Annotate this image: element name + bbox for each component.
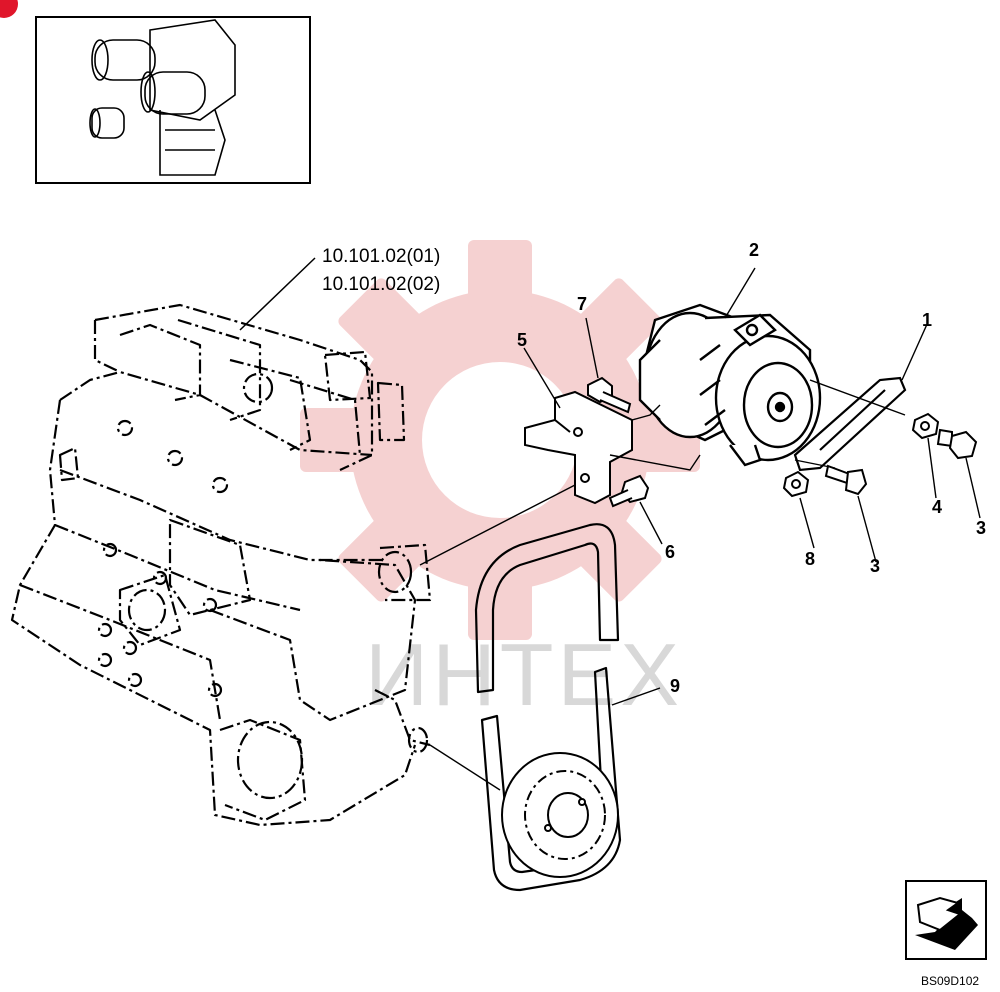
callout-4: 4 <box>932 497 942 517</box>
watermark-gear-icon <box>300 240 700 640</box>
reference-leader <box>239 257 316 331</box>
bolt-part-7 <box>587 376 632 414</box>
callout-1: 1 <box>922 310 932 330</box>
bolt-part-6 <box>608 474 650 508</box>
callout-2: 2 <box>749 240 759 260</box>
alternator-part-2 <box>638 303 822 467</box>
engine-thumbnail-icon <box>35 16 311 184</box>
image-code: BS09D102 <box>921 974 979 988</box>
bolt-part-3-lower <box>824 464 868 496</box>
callout-6: 6 <box>665 542 675 562</box>
reference-number-1[interactable]: 10.101.02(01) <box>322 246 440 267</box>
arrow-right-box-icon[interactable] <box>905 880 987 960</box>
nut-part-4 <box>911 412 940 440</box>
bracket-part-5 <box>524 390 633 505</box>
callout-8: 8 <box>805 549 815 569</box>
callout-3-lower: 3 <box>870 556 880 576</box>
assembly-lines <box>419 267 981 791</box>
crank-pulley <box>501 752 619 878</box>
callout-9: 9 <box>670 676 680 696</box>
engine-block <box>10 303 432 827</box>
watermark-text: ИНТЕХ <box>365 625 683 724</box>
corner-badge-icon <box>0 0 18 18</box>
adjusting-strap-part-1 <box>793 376 907 472</box>
reference-number-2[interactable]: 10.101.02(02) <box>322 274 440 295</box>
callout-3-right: 3 <box>976 518 986 538</box>
callout-5: 5 <box>517 330 527 350</box>
nut-part-8 <box>782 470 810 498</box>
callout-7: 7 <box>577 294 587 314</box>
bolt-part-3-right <box>936 428 978 460</box>
